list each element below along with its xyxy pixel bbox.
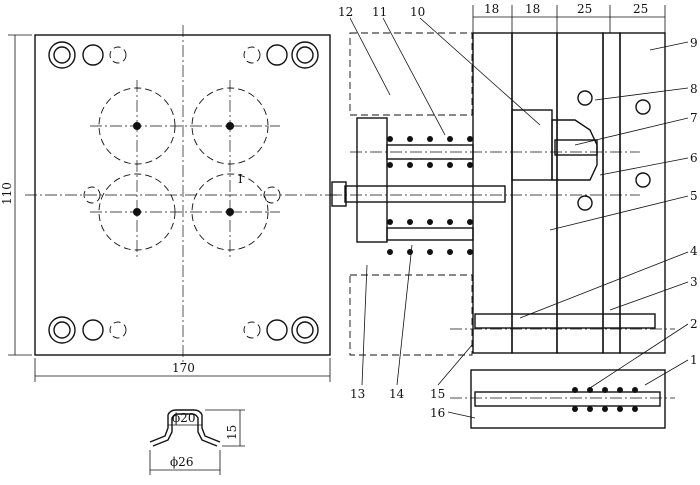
label-14: 14 — [389, 387, 405, 401]
part-profile: ϕ20 ϕ26 15 — [149, 409, 245, 475]
part-labels: 12 11 10 9 8 7 6 5 4 3 2 1 13 14 15 16 — [338, 5, 698, 420]
inner-diameter-dim: ϕ20 — [172, 411, 195, 425]
center-mark: I — [238, 172, 243, 186]
dim-4: 25 — [633, 2, 648, 16]
dim-2: 18 — [525, 2, 540, 16]
plan-width-dim: 170 — [172, 361, 195, 375]
guide-pillars — [48, 41, 319, 344]
label-16: 16 — [430, 406, 445, 420]
label-10: 10 — [410, 5, 425, 19]
dim-1: 18 — [484, 2, 499, 16]
label-9: 9 — [690, 36, 698, 50]
label-11: 11 — [372, 5, 387, 19]
label-3: 3 — [690, 275, 698, 289]
label-1: 1 — [690, 353, 698, 367]
height-dim: 15 — [225, 425, 239, 440]
dim-3: 25 — [577, 2, 592, 16]
label-7: 7 — [690, 111, 698, 125]
label-6: 6 — [690, 151, 698, 165]
label-2: 2 — [690, 317, 698, 331]
plan-height-dim: 110 — [0, 182, 14, 205]
outer-diameter-dim: ϕ26 — [170, 455, 193, 469]
label-12: 12 — [338, 5, 353, 19]
label-15: 15 — [430, 387, 445, 401]
label-13: 13 — [350, 387, 365, 401]
cavity-outlines — [98, 87, 269, 251]
section-view: 18 18 25 25 12 11 10 9 8 7 6 5 4 3 2 1 1… — [330, 2, 698, 429]
plan-view: I 110 170 — [0, 25, 340, 382]
top-dimensions: 18 18 25 25 — [472, 2, 666, 33]
label-5: 5 — [690, 189, 698, 203]
label-4: 4 — [690, 244, 698, 258]
label-8: 8 — [690, 82, 698, 96]
